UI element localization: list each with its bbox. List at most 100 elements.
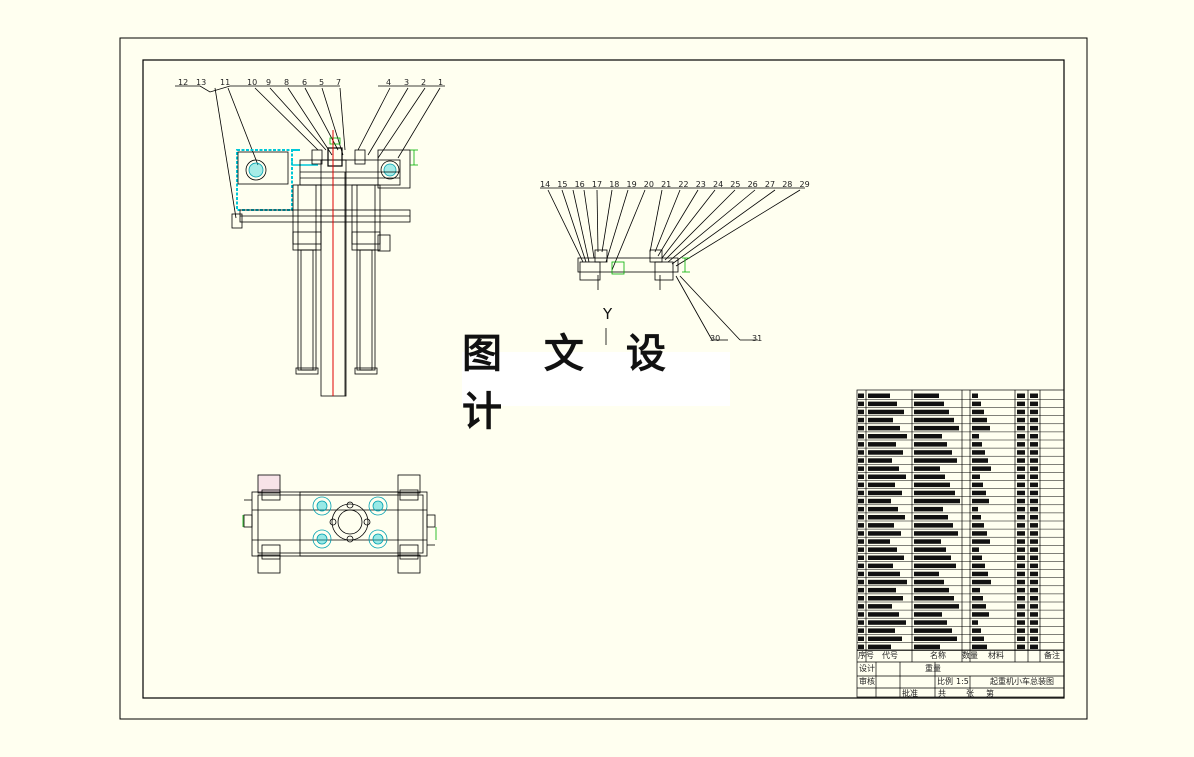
parts-row-text (972, 417, 987, 423)
parts-row-text (1030, 490, 1038, 496)
parts-row-text (858, 571, 864, 577)
inner-border (142, 59, 1065, 699)
front-callout-7: 7 (336, 78, 342, 87)
parts-row-text (1017, 442, 1025, 447)
front-callout-5: 5 (319, 78, 325, 87)
parts-row-text (1017, 401, 1025, 407)
parts-row-text (1017, 474, 1025, 479)
parts-row-text (914, 547, 946, 552)
parts-row-text (1030, 442, 1038, 447)
col-material: 材料 (988, 651, 1004, 660)
parts-row-text (914, 434, 942, 439)
parts-row-text (914, 531, 958, 536)
parts-row-text (914, 612, 942, 617)
parts-row-text (868, 417, 893, 423)
parts-row-text (1017, 523, 1025, 528)
side-callout-16: 16 (574, 180, 585, 189)
parts-row-text (868, 620, 906, 625)
parts-row-text (1030, 506, 1038, 512)
parts-row-text (914, 571, 939, 577)
parts-row-text (1017, 425, 1025, 431)
parts-row-text (972, 442, 982, 447)
scale-label: 比例 (937, 677, 953, 686)
weight-label: 重量 (925, 664, 941, 673)
parts-row-text (858, 555, 864, 560)
side-callout-14: 14 (540, 180, 551, 189)
parts-row-text (868, 474, 906, 479)
side-callout-17: 17 (591, 180, 603, 189)
col-no: 序号 (858, 651, 874, 660)
parts-row-text (972, 587, 980, 593)
parts-row-text (868, 628, 895, 633)
title-block (856, 389, 1065, 698)
parts-row-text (972, 563, 985, 569)
parts-row-text (858, 547, 864, 552)
parts-row-text (868, 531, 901, 536)
parts-row-text (1030, 563, 1038, 569)
parts-row-text (1017, 515, 1025, 520)
parts-row-text (858, 531, 864, 536)
side-callout-23: 23 (695, 180, 706, 189)
parts-row-text (1030, 409, 1038, 415)
parts-row-text (1030, 604, 1038, 609)
parts-row-text (1017, 498, 1025, 504)
front-callout-1: 1 (438, 78, 444, 87)
parts-row-text (972, 612, 989, 617)
side-callout-30: 30 (710, 334, 721, 343)
parts-row-text (1030, 523, 1038, 528)
parts-row-text (868, 434, 907, 439)
parts-row-text (1030, 417, 1038, 423)
parts-row-text (914, 644, 940, 650)
parts-row-text (1017, 490, 1025, 496)
parts-row-text (858, 604, 864, 609)
parts-row-text (914, 393, 939, 398)
parts-row-text (972, 547, 979, 552)
parts-row-text (858, 409, 864, 415)
parts-row-text (914, 515, 948, 520)
parts-row-text (914, 458, 957, 463)
parts-row-text (868, 498, 891, 504)
parts-row-text (972, 644, 987, 650)
outer-border (119, 37, 1088, 720)
parts-row-text (1017, 604, 1025, 609)
parts-row-text (914, 506, 943, 512)
parts-row-text (858, 563, 864, 569)
watermark: 图 文 设 计 (462, 330, 730, 435)
parts-row-text (1030, 612, 1038, 617)
parts-row-text (1030, 636, 1038, 641)
col-remark: 备注 (1044, 651, 1060, 660)
parts-row-text (972, 409, 984, 415)
front-callout-12: 12 (178, 78, 189, 87)
front-callout-3: 3 (404, 78, 410, 87)
parts-row-text (868, 523, 894, 528)
parts-row-text (972, 506, 978, 512)
parts-row-text (1017, 571, 1025, 577)
parts-row-text (858, 644, 864, 650)
parts-row-text (1030, 531, 1038, 536)
side-callout-22: 22 (678, 180, 689, 189)
parts-row-text (972, 515, 981, 520)
parts-row-text (914, 563, 956, 569)
parts-row-text (972, 571, 988, 577)
parts-row-text (914, 579, 944, 585)
parts-row-text (858, 587, 864, 593)
parts-row-text (858, 539, 864, 544)
parts-row-text (972, 482, 983, 488)
parts-row-text (1030, 498, 1038, 504)
parts-row-text (914, 587, 949, 593)
front-callout-4: 4 (386, 78, 392, 87)
side-callout-20: 20 (643, 180, 654, 189)
parts-row-text (972, 490, 986, 496)
parts-row-text (868, 482, 895, 488)
col-name: 名称 (930, 651, 946, 660)
parts-row-text (1017, 417, 1025, 423)
side-callout-19: 19 (626, 180, 637, 189)
parts-row-text (972, 458, 988, 463)
front-view (175, 85, 445, 397)
parts-row-text (1017, 547, 1025, 552)
parts-row-text (868, 612, 899, 617)
side-callout-24: 24 (713, 180, 724, 189)
parts-row-text (858, 458, 864, 463)
parts-row-text (914, 425, 959, 431)
parts-row-text (972, 450, 985, 455)
